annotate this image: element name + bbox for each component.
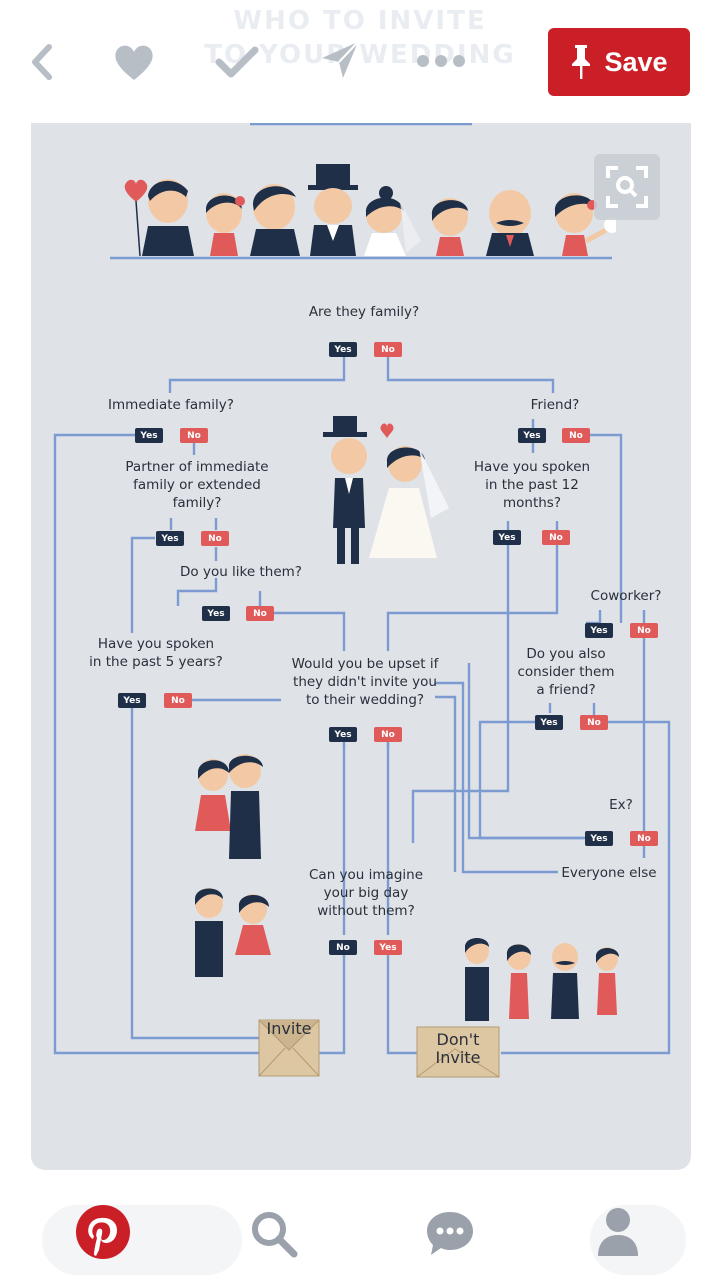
spoken12-yes-tag: Yes xyxy=(493,530,521,545)
question-are-they-family: Are they family? xyxy=(308,304,420,320)
question-upset-line3: to their wedding? xyxy=(305,692,425,708)
dont-invite-envelope: Don't Invite xyxy=(415,1025,501,1083)
immediate-yes-tag: Yes xyxy=(135,428,163,443)
question-spoken5-line2: in the past 5 years? xyxy=(89,654,223,670)
question-immediate-family: Immediate family? xyxy=(108,397,234,413)
save-button[interactable]: Save xyxy=(548,28,690,96)
pin-icon xyxy=(572,45,591,79)
question-imagine-line2: your big day xyxy=(323,885,409,901)
friend2-yes-tag: Yes xyxy=(535,715,563,730)
friend-yes-tag: Yes xyxy=(518,428,546,443)
like-no-tag: No xyxy=(246,606,274,621)
question-upset-line2: they didn't invite you xyxy=(293,674,437,690)
top-bar: WHO TO INVITE TO YOUR WEDDING Save xyxy=(0,0,720,125)
coworker-yes-tag: Yes xyxy=(585,623,613,638)
question-spoken12-line1: Have you spoken xyxy=(473,459,591,475)
bottom-nav xyxy=(0,1180,720,1280)
like-yes-tag: Yes xyxy=(202,606,230,621)
question-imagine-line1: Can you imagine xyxy=(309,867,423,883)
wedding-guests-illustration xyxy=(124,164,616,257)
question-friend2-line1: Do you also xyxy=(526,646,606,662)
invite-label: Invite xyxy=(266,1019,312,1038)
question-partner-line3: family? xyxy=(172,495,222,511)
spoken5-no-tag: No xyxy=(164,693,192,708)
home-pill xyxy=(42,1205,242,1275)
pinterest-logo-icon[interactable] xyxy=(75,1204,131,1260)
upset-yes-tag: Yes xyxy=(329,727,357,742)
guests-illustration xyxy=(465,938,619,1021)
friend-no-tag: No xyxy=(562,428,590,443)
bride-groom-illustration xyxy=(323,416,449,564)
zoom-icon[interactable] xyxy=(594,154,660,220)
profile-icon[interactable] xyxy=(590,1204,646,1260)
family-yes-tag: Yes xyxy=(329,342,357,357)
imagine-no-tag: No xyxy=(329,940,357,955)
question-friend2-line3: a friend? xyxy=(536,682,596,698)
question-spoken12-line3: months? xyxy=(502,495,561,511)
friend2-no-tag: No xyxy=(580,715,608,730)
question-everyone-else: Everyone else xyxy=(561,865,657,881)
search-icon[interactable] xyxy=(246,1206,302,1262)
question-partner-line2: family or extended xyxy=(133,477,261,493)
question-friend2-line2: consider them xyxy=(517,664,615,680)
pin-image[interactable]: Are they family? Yes No Immediate family… xyxy=(31,123,691,1170)
couple-illustration-2 xyxy=(195,888,271,977)
invite-envelope: Invite xyxy=(257,1016,321,1084)
question-ex: Ex? xyxy=(609,797,633,813)
question-friend: Friend? xyxy=(530,397,580,413)
coworker-no-tag: No xyxy=(630,623,658,638)
ghost-title-line1: WHO TO INVITE xyxy=(233,6,487,36)
ex-yes-tag: Yes xyxy=(585,831,613,846)
question-coworker: Coworker? xyxy=(590,588,662,604)
more-icon[interactable] xyxy=(415,48,467,74)
partner-yes-tag: Yes xyxy=(156,531,184,546)
ex-no-tag: No xyxy=(630,831,658,846)
save-label: Save xyxy=(604,46,668,77)
question-upset-line1: Would you be upset if xyxy=(291,656,439,672)
question-spoken5-line1: Have you spoken xyxy=(97,636,215,652)
check-icon[interactable] xyxy=(213,40,261,84)
question-like-them: Do you like them? xyxy=(180,564,302,580)
upset-no-tag: No xyxy=(374,727,402,742)
partner-no-tag: No xyxy=(201,531,229,546)
back-icon[interactable] xyxy=(22,40,62,84)
chat-icon[interactable] xyxy=(422,1206,478,1262)
dont-invite-line1: Don't xyxy=(436,1030,480,1049)
spoken5-yes-tag: Yes xyxy=(118,693,146,708)
spoken12-no-tag: No xyxy=(542,530,570,545)
imagine-yes-tag: Yes xyxy=(374,940,402,955)
immediate-no-tag: No xyxy=(180,428,208,443)
question-spoken12-line2: in the past 12 xyxy=(485,477,579,493)
send-icon[interactable] xyxy=(318,38,362,82)
question-partner-line1: Partner of immediate xyxy=(125,459,269,475)
couple-illustration-1 xyxy=(195,754,263,859)
question-imagine-line3: without them? xyxy=(317,903,415,919)
heart-icon[interactable] xyxy=(110,40,158,84)
family-no-tag: No xyxy=(374,342,402,357)
dont-invite-line2: Invite xyxy=(435,1048,481,1067)
